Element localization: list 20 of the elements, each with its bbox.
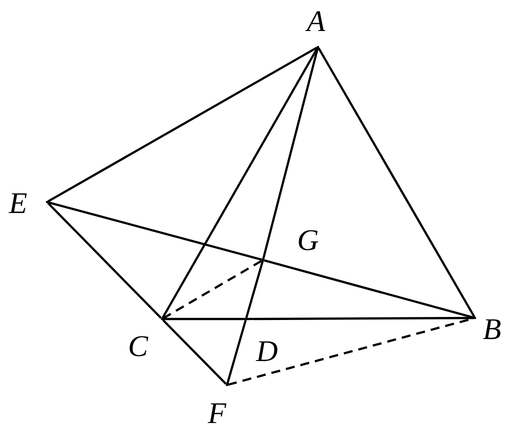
point-label: G: [297, 226, 319, 256]
line-segment: [47, 46, 318, 202]
point-label: A: [306, 7, 326, 37]
line-segment: [162, 319, 227, 385]
line-segment: [262, 48, 319, 260]
line-segment: [318, 47, 476, 318]
line-segment: [163, 318, 245, 320]
line-segment: [47, 202, 162, 319]
line-segment: [264, 259, 474, 319]
line-segment: [247, 316, 474, 320]
point-label: E: [8, 189, 28, 219]
point-label: D: [256, 337, 278, 367]
line-segment: [48, 201, 262, 261]
point-label: F: [208, 399, 226, 429]
point-label: C: [128, 332, 148, 362]
dashed-line-segment: [162, 260, 263, 320]
point-label: B: [482, 315, 502, 345]
line-segment: [226, 320, 247, 384]
line-segment: [162, 47, 318, 319]
line-segment: [245, 260, 264, 318]
